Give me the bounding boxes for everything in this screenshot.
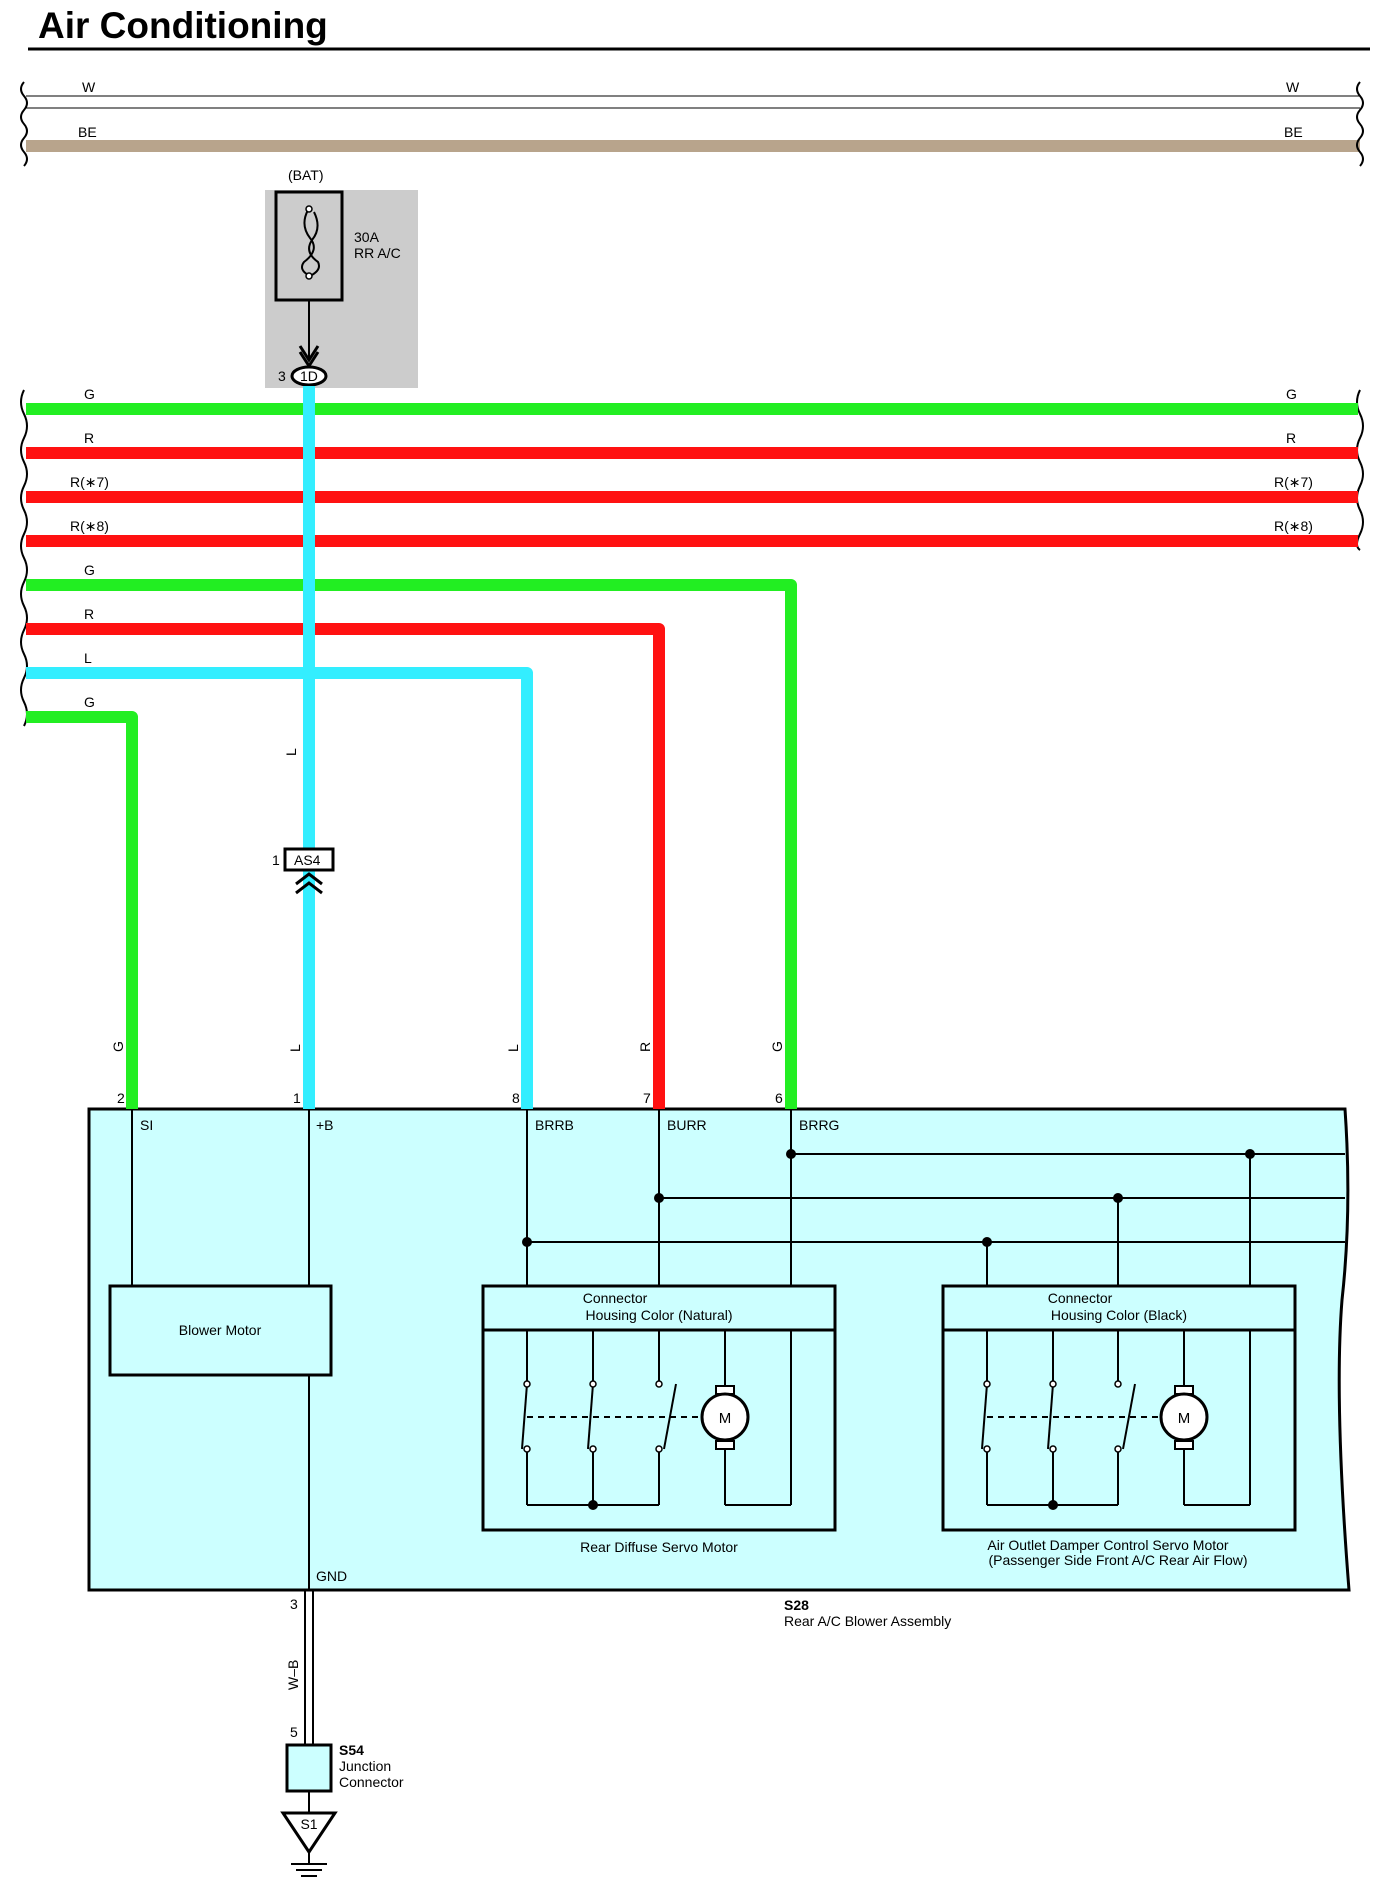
wire-label: G [84, 386, 95, 402]
pin-number: 1 [293, 1090, 301, 1106]
servo2-caption-2: (Passenger Side Front A/C Rear Air Flow) [988, 1552, 1247, 1568]
fuse-icon [301, 209, 320, 277]
servo2-header-2: Housing Color (Black) [1051, 1307, 1187, 1323]
wire-label: G [769, 1041, 785, 1052]
fuse-source-label: (BAT) [288, 167, 324, 183]
pin-name: BRRG [799, 1117, 839, 1133]
wire-label: BE [78, 124, 97, 140]
junction-dots [522, 1149, 1255, 1247]
gnd-label: GND [316, 1568, 347, 1584]
wire-label: W [1286, 79, 1300, 95]
motor-icon: M [1159, 1385, 1209, 1450]
pin-name: SI [140, 1117, 153, 1133]
inline-connector-pin: 1 [272, 852, 280, 868]
wire-label: R(∗8) [70, 518, 109, 534]
fuse-connector-pin: 3 [278, 368, 286, 384]
chevron-up-icon [295, 872, 323, 895]
fuse-name: RR A/C [354, 245, 401, 261]
wire-label: G [110, 1041, 126, 1052]
pin-name: +B [316, 1117, 334, 1133]
wire-label: R [84, 606, 94, 622]
wire-label: L [84, 650, 92, 666]
wire-label: G [1286, 386, 1297, 402]
wire-label: L [283, 748, 299, 756]
wire-label: G [84, 562, 95, 578]
wire-label: R(∗8) [1274, 518, 1313, 534]
wire-label: L [505, 1044, 521, 1052]
wire-label: R(∗7) [70, 474, 109, 490]
servo1-header-1: Connector [583, 1290, 648, 1306]
motor-label: M [719, 1410, 732, 1427]
junction-pin: 5 [290, 1724, 298, 1740]
servo1-caption: Rear Diffuse Servo Motor [580, 1539, 738, 1555]
bus-wire-g: G G [26, 386, 1358, 415]
pin-number: 7 [643, 1090, 651, 1106]
bus-wire-r7: R(∗7) R(∗7) [26, 474, 1358, 503]
rear-diffuse-servo-motor: Connector Housing Color (Natural) [481, 1284, 837, 1555]
junction-id: S54 [339, 1742, 364, 1758]
fuse-rating: 30A [354, 229, 380, 245]
pin-name: BURR [667, 1117, 707, 1133]
top-wire-w: W W [26, 79, 1360, 109]
ground-wire: 3 W–B 5 [285, 1590, 314, 1745]
ground-pin: 3 [290, 1596, 298, 1612]
wire-label: R [84, 430, 94, 446]
wire-label: W [82, 79, 96, 95]
pin-number: 6 [775, 1090, 783, 1106]
assembly-id: S28 [784, 1597, 809, 1613]
wire-label: BE [1284, 124, 1303, 140]
junction-connector: S54 Junction Connector [285, 1742, 404, 1813]
junction-label-2: Connector [339, 1774, 404, 1790]
ground-point: S1 [280, 1811, 338, 1877]
top-wire-be: BE BE [26, 124, 1360, 152]
branch-wire-g-si: G [26, 694, 138, 1109]
inline-connector-id: AS4 [294, 852, 321, 868]
motor-icon: M [700, 1385, 750, 1450]
air-outlet-damper-servo-motor: Connector Housing Color (Black) [941, 1284, 1297, 1568]
blower-motor: Blower Motor [108, 1284, 333, 1377]
ground-icon [280, 1811, 338, 1855]
bus-wire-r: R R [26, 430, 1358, 459]
branch-wire-r-burr: R [26, 606, 665, 1109]
assembly-name: Rear A/C Blower Assembly [784, 1613, 951, 1629]
wire-label: W–B [285, 1660, 301, 1690]
junction-label-1: Junction [339, 1758, 391, 1774]
pin-number: 8 [512, 1090, 520, 1106]
motor-label: M [1178, 1410, 1191, 1427]
fuse-block: (BAT) 30A RR A/C 1D 3 [265, 167, 418, 388]
servo2-header-1: Connector [1048, 1290, 1113, 1306]
branch-wire-l-brrb: L [26, 650, 533, 1109]
pin-number: 2 [117, 1090, 125, 1106]
wire-label: G [84, 694, 95, 710]
wire-label: L [287, 1044, 303, 1052]
wire-label: R [637, 1042, 653, 1052]
wire-label: R(∗7) [1274, 474, 1313, 490]
branch-wire-g-brrg: G [26, 562, 797, 1109]
servo1-header-2: Housing Color (Natural) [585, 1307, 732, 1323]
servo2-caption-1: Air Outlet Damper Control Servo Motor [987, 1537, 1229, 1553]
pin-name: BRRB [535, 1117, 574, 1133]
fuse-connector-id: 1D [300, 368, 318, 384]
ground-point-id: S1 [300, 1816, 317, 1832]
blower-motor-label: Blower Motor [179, 1322, 262, 1338]
bus-wire-r8: R(∗8) R(∗8) [26, 518, 1358, 547]
wire-l-plus-b: AS4 1 L [272, 386, 335, 1109]
page-title: Air Conditioning [38, 5, 328, 46]
wire-label: R [1286, 430, 1296, 446]
